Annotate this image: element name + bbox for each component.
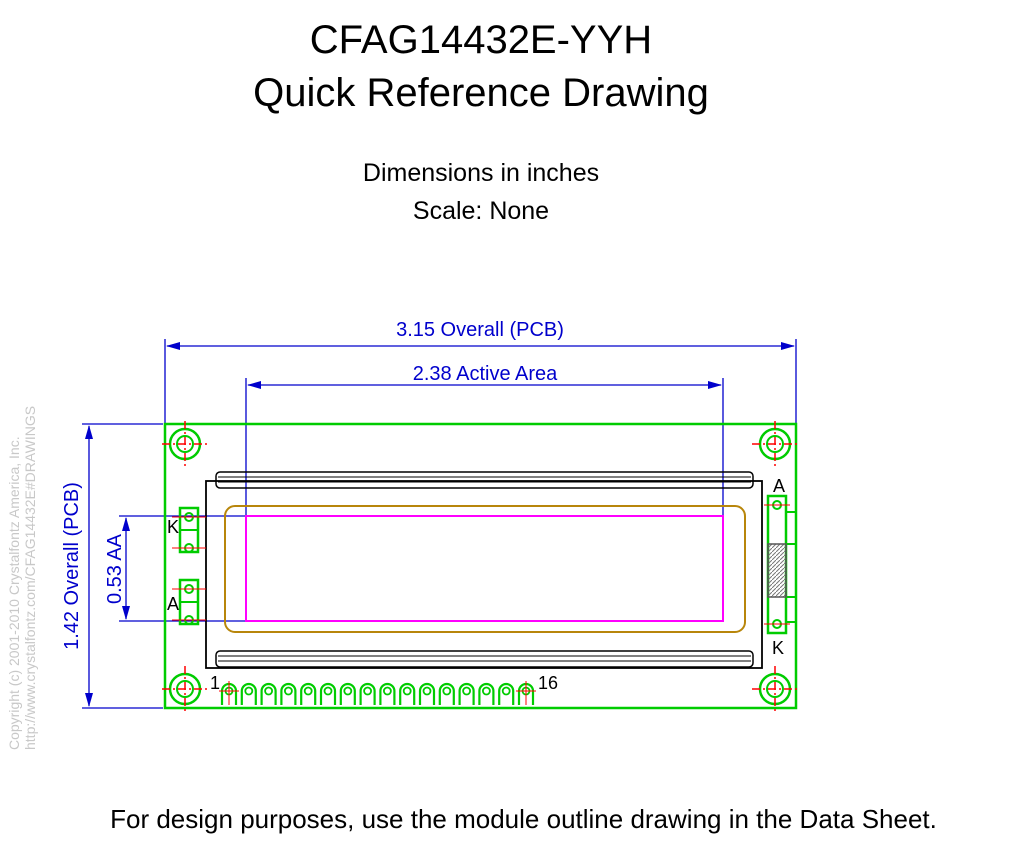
active-area — [245, 515, 724, 622]
lcd-frame — [205, 471, 763, 669]
connector-pin — [516, 681, 536, 705]
left-backlight-pads — [172, 506, 206, 626]
scale-note: Scale: None — [412, 197, 550, 225]
active-height-label: 0.53 AA — [104, 533, 126, 604]
connector-pin — [438, 682, 455, 705]
drawing-subtitle: Quick Reference Drawing — [253, 71, 709, 115]
connector-pin — [260, 682, 277, 705]
connector-pin — [300, 682, 317, 705]
connector-pin — [399, 682, 416, 705]
right-backlight-pads — [764, 494, 797, 635]
overall-width-dimension: 3.15 Overall (PCB) — [164, 319, 797, 424]
overall-width-label: 3.15 Overall (PCB) — [396, 319, 564, 341]
overall-height-dimension: 1.42 Overall (PCB) — [61, 423, 163, 709]
connector-pin — [379, 682, 396, 705]
connector-pin — [418, 682, 436, 705]
connector-pin — [359, 682, 376, 705]
pcb-outline — [163, 422, 798, 710]
active-width-dimension: 2.38 Active Area — [245, 363, 724, 515]
connector-pin — [280, 682, 297, 705]
viewing-area — [224, 505, 746, 633]
design-note: For design purposes, use the module outl… — [110, 804, 937, 834]
drawing-title: CFAG14432E-YYH — [309, 18, 653, 62]
pin-1-label: 1 — [210, 673, 220, 693]
pin-16-label: 16 — [538, 673, 558, 693]
active-width-label: 2.38 Active Area — [413, 363, 558, 385]
connector-pin — [319, 682, 337, 705]
right-a-label: A — [773, 476, 785, 496]
overall-height-label: 1.42 Overall (PCB) — [61, 482, 83, 650]
units-note: Dimensions in inches — [362, 159, 600, 187]
connector-pin — [478, 682, 495, 705]
connector-pin — [339, 682, 356, 705]
mounting-hole-bottom-right — [752, 666, 798, 712]
left-k-label: K — [167, 517, 179, 537]
mounting-hole-top-left — [162, 421, 208, 467]
connector-pin — [498, 682, 515, 705]
mounting-hole-bottom-left — [162, 666, 208, 712]
mounting-hole-top-right — [752, 421, 798, 467]
connector-pin — [458, 682, 475, 705]
connector-pin-row — [219, 681, 536, 705]
connector-pin — [240, 682, 257, 705]
left-a-label: A — [167, 594, 179, 614]
connector-pin — [219, 681, 239, 705]
right-k-label: K — [772, 638, 784, 658]
